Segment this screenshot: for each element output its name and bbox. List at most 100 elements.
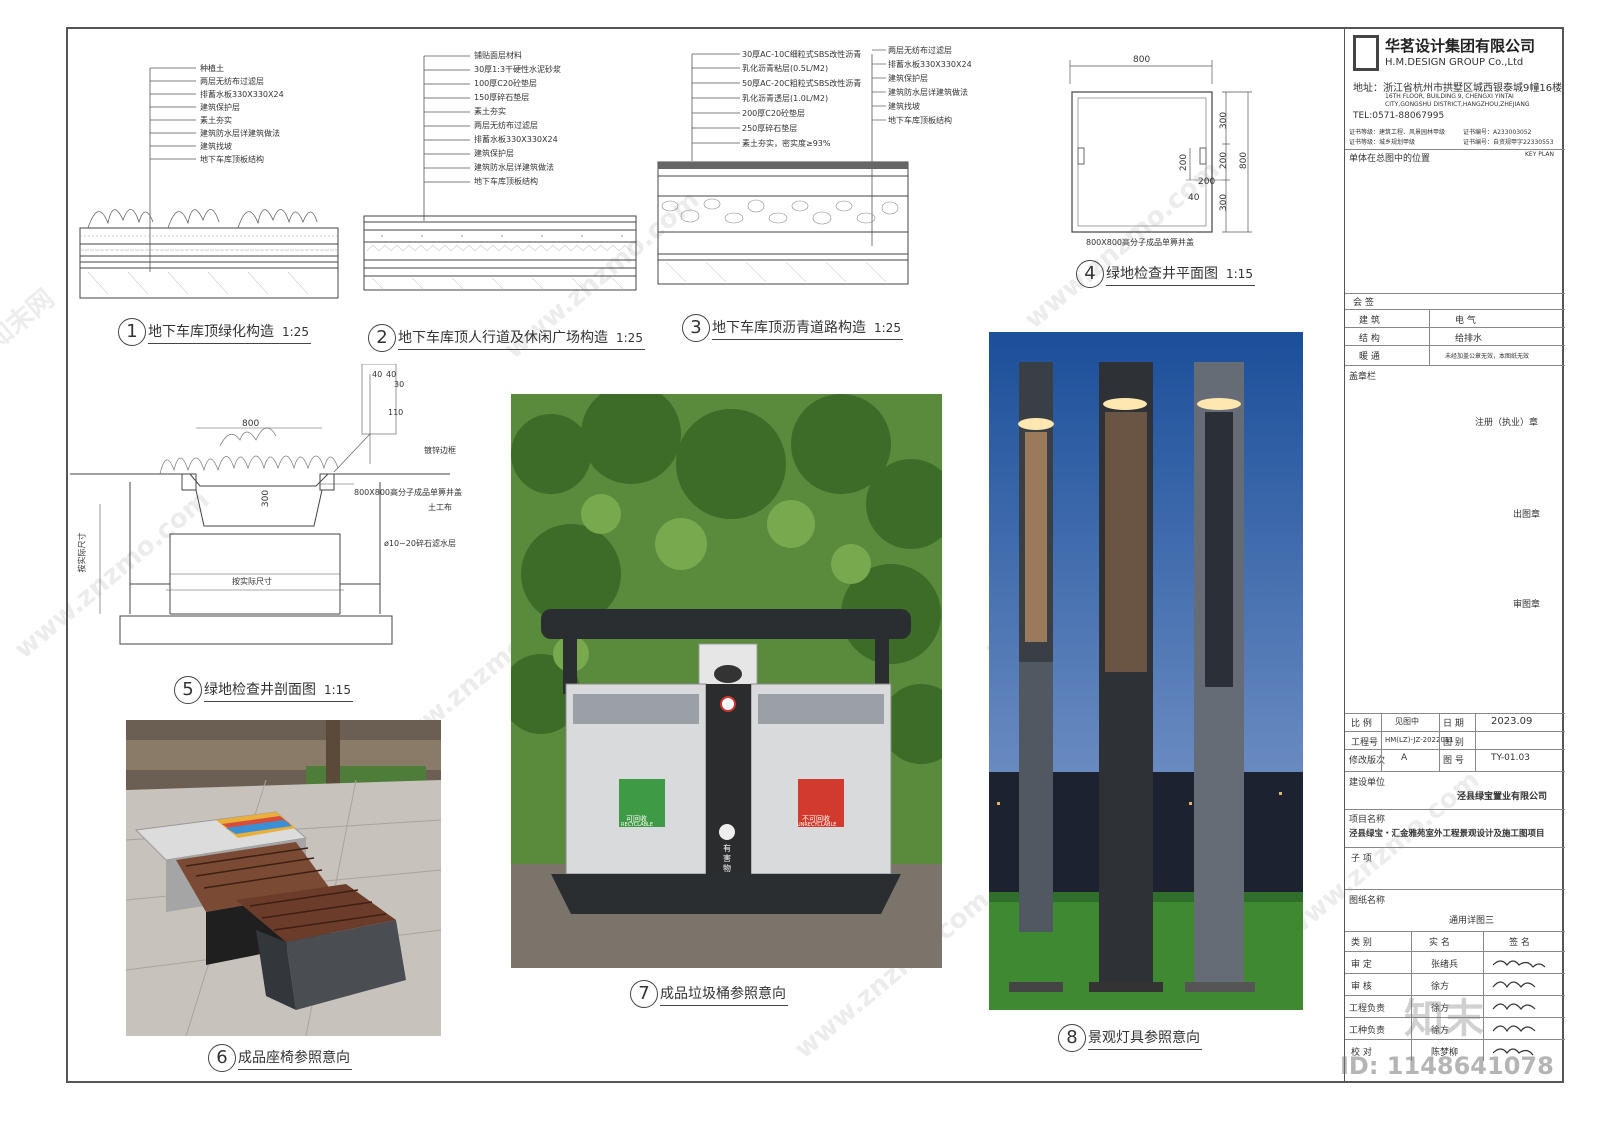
project-name-value: 泾县绿宝・汇金雅苑室外工程景观设计及施工图项目 bbox=[1349, 829, 1545, 839]
dim-label: 800 bbox=[242, 419, 260, 429]
detail-title: 地下车库顶沥青道路构造 bbox=[712, 319, 866, 336]
drawing-category-label: 图 别 bbox=[1443, 738, 1464, 748]
detail-scale: 1:15 bbox=[324, 682, 351, 697]
date-label: 日 期 bbox=[1443, 719, 1464, 729]
approver-role: 审 核 bbox=[1351, 982, 1372, 992]
revision-label: 修改版次 bbox=[1349, 756, 1386, 766]
validity-note: 未经加盖公章无效，本图纸无效 bbox=[1445, 353, 1530, 360]
detail-5-label: 800X800高分子成品单箅井盖 bbox=[354, 488, 463, 497]
dim-label: 200 bbox=[1198, 177, 1216, 187]
arch-label: 建 筑 bbox=[1359, 316, 1380, 326]
output-stamp-label: 出图章 bbox=[1513, 510, 1541, 520]
hvac-label: 暖 通 bbox=[1359, 352, 1380, 362]
detail-2-label: 建筑保护层 bbox=[474, 149, 514, 158]
project-number-value: HM(LZ)-JZ-2022011 bbox=[1385, 736, 1454, 744]
detail-2-label: 30厚1:3干硬性水泥砂浆 bbox=[474, 65, 562, 74]
detail-3-label: 排蓄水板330X330X24 bbox=[888, 60, 972, 69]
detail-title: 成品垃圾桶参照意向 bbox=[660, 983, 788, 1006]
dim-label: 按实际尺寸 bbox=[232, 577, 272, 586]
dim-label: 300 bbox=[1219, 193, 1230, 212]
detail-3-label: 乳化沥青透层(1.0L/M2) bbox=[742, 94, 829, 103]
landscape-light-reference-photo bbox=[989, 332, 1303, 1010]
detail-1-label: 地下车库顶板结构 bbox=[200, 155, 264, 164]
detail-number: 8 bbox=[1058, 1024, 1086, 1052]
detail-3-label: 建筑防水层详建筑做法 bbox=[888, 88, 968, 97]
subitem-label: 子 项 bbox=[1351, 854, 1372, 864]
detail-title: 绿地检查井剖面图 bbox=[204, 681, 316, 698]
detail-title: 景观灯具参照意向 bbox=[1088, 1027, 1202, 1050]
watermark-text: 知末网 bbox=[0, 283, 61, 357]
cert-text: 证书等级：建筑工程、风景园林甲级 bbox=[1349, 129, 1446, 136]
project-number-label: 工程号 bbox=[1351, 738, 1379, 748]
dim-label: 300 bbox=[261, 489, 272, 508]
countersign-label: 会 签 bbox=[1353, 298, 1374, 308]
detail-2-label: 排蓄水板330X330X24 bbox=[474, 135, 558, 144]
detail-2-label: 素土夯实 bbox=[474, 107, 506, 116]
detail-5-section-drawing bbox=[70, 364, 450, 645]
approver-role: 工程负责 bbox=[1349, 1004, 1386, 1014]
detail-5-label: 土工布 bbox=[428, 503, 452, 512]
revision-value: A bbox=[1401, 753, 1408, 763]
detail-3-label: 素土夯实，密实度≥93% bbox=[742, 139, 831, 148]
detail-2-label: 地下车库顶板结构 bbox=[474, 177, 538, 186]
detail-number: 2 bbox=[368, 324, 396, 352]
location-label: 单体在总图中的位置 bbox=[1349, 154, 1431, 164]
detail-3-label: 地下车库顶板结构 bbox=[888, 116, 952, 125]
company-name-en: H.M.DESIGN GROUP Co.,Ltd bbox=[1385, 57, 1524, 68]
detail-5-label: 镀锌边框 bbox=[424, 446, 456, 455]
cert-text: 证书编号：自资规甲字22330553 bbox=[1463, 139, 1554, 146]
date-value: 2023.09 bbox=[1491, 716, 1533, 727]
detail-2-label: 100厚C20砼垫层 bbox=[474, 79, 538, 88]
detail-2-label: 铺贴面层材料 bbox=[474, 51, 522, 60]
detail-scale: 1:25 bbox=[616, 330, 643, 345]
company-address: 地址：浙江省杭州市拱墅区城西银泰城9幢16楼 bbox=[1353, 83, 1563, 94]
hazardous-label: 有害物 bbox=[723, 844, 731, 873]
dim-label: 40 bbox=[386, 370, 397, 379]
detail-1-label: 素土夯实 bbox=[200, 116, 232, 125]
detail-3-label: 30厚AC-10C细粒式SBS改性沥青 bbox=[742, 50, 862, 59]
project-name-label: 项目名称 bbox=[1349, 815, 1386, 825]
drawing-frame bbox=[66, 27, 1564, 1083]
detail-3-label: 两层无纺布过滤层 bbox=[888, 46, 952, 55]
detail-number: 4 bbox=[1076, 260, 1104, 288]
stamp-area-label: 盖章栏 bbox=[1349, 372, 1377, 382]
unrecyclable-label-en: UNRECYCLABLE bbox=[797, 822, 837, 828]
detail-scale: 1:25 bbox=[874, 320, 901, 335]
detail-number: 6 bbox=[208, 1044, 236, 1072]
bench-illustration bbox=[126, 720, 441, 1036]
company-address-en: 16TH FLOOR, BUILDING 9, CHENGXI YINTAI bbox=[1385, 93, 1514, 100]
detail-2-label: 150厚碎石垫层 bbox=[474, 93, 530, 102]
bench-reference-photo bbox=[126, 720, 441, 1036]
column-type: 类 别 bbox=[1351, 938, 1372, 948]
client-value: 泾县绿宝置业有限公司 bbox=[1457, 792, 1548, 802]
approver-role: 校 对 bbox=[1351, 1048, 1372, 1058]
approver-name: 徐方 bbox=[1431, 982, 1450, 992]
detail-1-label: 排蓄水板330X330X24 bbox=[200, 90, 284, 99]
dim-label: 200 bbox=[1219, 151, 1230, 170]
detail-3-label: 50厚AC-20C粗粒式SBS改性沥青 bbox=[742, 79, 862, 88]
detail-title: 地下车库顶人行道及休闲广场构造 bbox=[398, 329, 608, 346]
signatures bbox=[1492, 960, 1546, 1056]
client-label: 建设单位 bbox=[1349, 778, 1386, 788]
dim-label: 110 bbox=[388, 408, 404, 417]
approver-name: 陈梦柳 bbox=[1431, 1048, 1459, 1058]
elec-label: 电 气 bbox=[1455, 316, 1476, 326]
drawing-number-label: 图 号 bbox=[1443, 756, 1464, 766]
approver-role: 工种负责 bbox=[1349, 1026, 1386, 1036]
plumb-label: 给排水 bbox=[1455, 334, 1483, 344]
keyplan-label: KEY PLAN bbox=[1525, 151, 1554, 158]
detail-scale: 1:15 bbox=[1226, 266, 1253, 281]
title-block: 华茗设计集团有限公司 H.M.DESIGN GROUP Co.,Ltd 地址：浙… bbox=[1344, 27, 1565, 1083]
dim-label: 200 bbox=[1179, 153, 1190, 172]
detail-2-section-drawing bbox=[363, 55, 637, 291]
detail-1-label: 两层无纺布过滤层 bbox=[200, 77, 264, 86]
drawing-name-label: 图纸名称 bbox=[1349, 896, 1386, 906]
landscape-light-illustration bbox=[989, 332, 1303, 1010]
